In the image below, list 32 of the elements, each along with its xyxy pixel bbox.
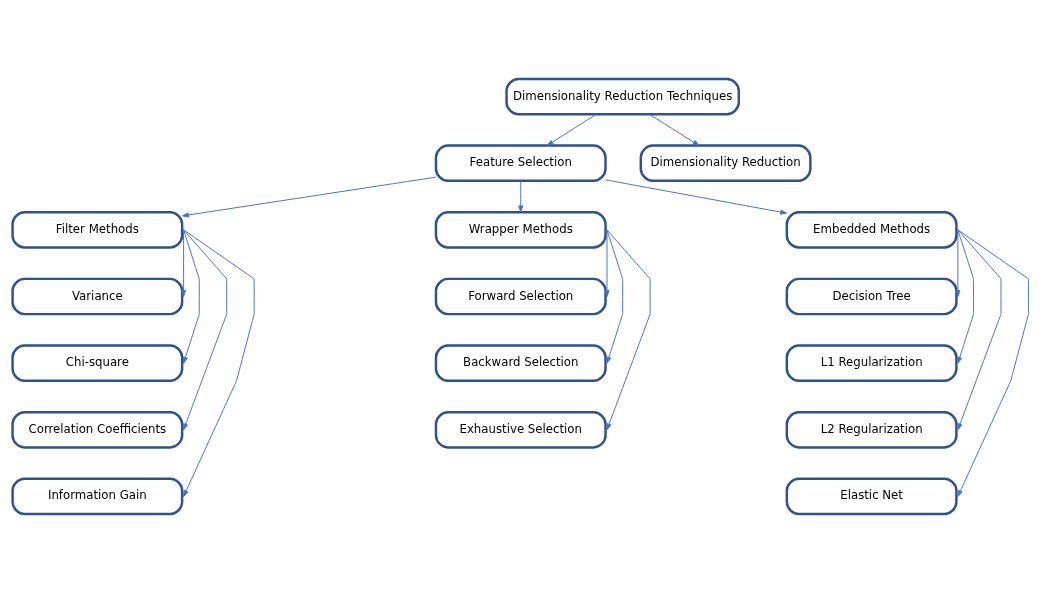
node-box: Backward Selection [434,343,607,382]
node-box: Correlation Coefficients [11,410,184,449]
node-box: Embedded Methods [785,210,958,249]
arrow [957,228,1029,497]
node-box: L1 Regularization [785,343,958,382]
node-box: Forward Selection [434,277,607,315]
arrow [518,180,524,212]
arrow [606,228,651,430]
arrow [648,113,700,146]
arrow [957,228,1002,430]
node-box: Exhaustive Selection [434,410,607,449]
arrow [182,228,200,364]
arrow [604,228,610,297]
node-box: Dimensionality Reduction Techniques [505,77,741,115]
node-box: L2 Regularization [785,410,958,449]
arrow [955,228,961,297]
node-box: Wrapper Methods [434,210,607,249]
arrow [605,178,788,215]
node-box: Variance [11,277,184,315]
node-box: Decision Tree [785,277,958,315]
arrow [606,228,624,364]
arrow [182,176,437,217]
node-box: Elastic Net [785,477,958,515]
node-box: Filter Methods [11,210,184,249]
arrow [183,228,228,430]
node-box: Feature Selection [434,143,607,182]
arrow [546,113,597,146]
node-box: Chi-square [11,343,184,382]
arrow [957,228,975,364]
arrow [183,228,255,497]
node-box: Information Gain [11,477,184,515]
node-box: Dimensionality Reduction [639,143,812,182]
